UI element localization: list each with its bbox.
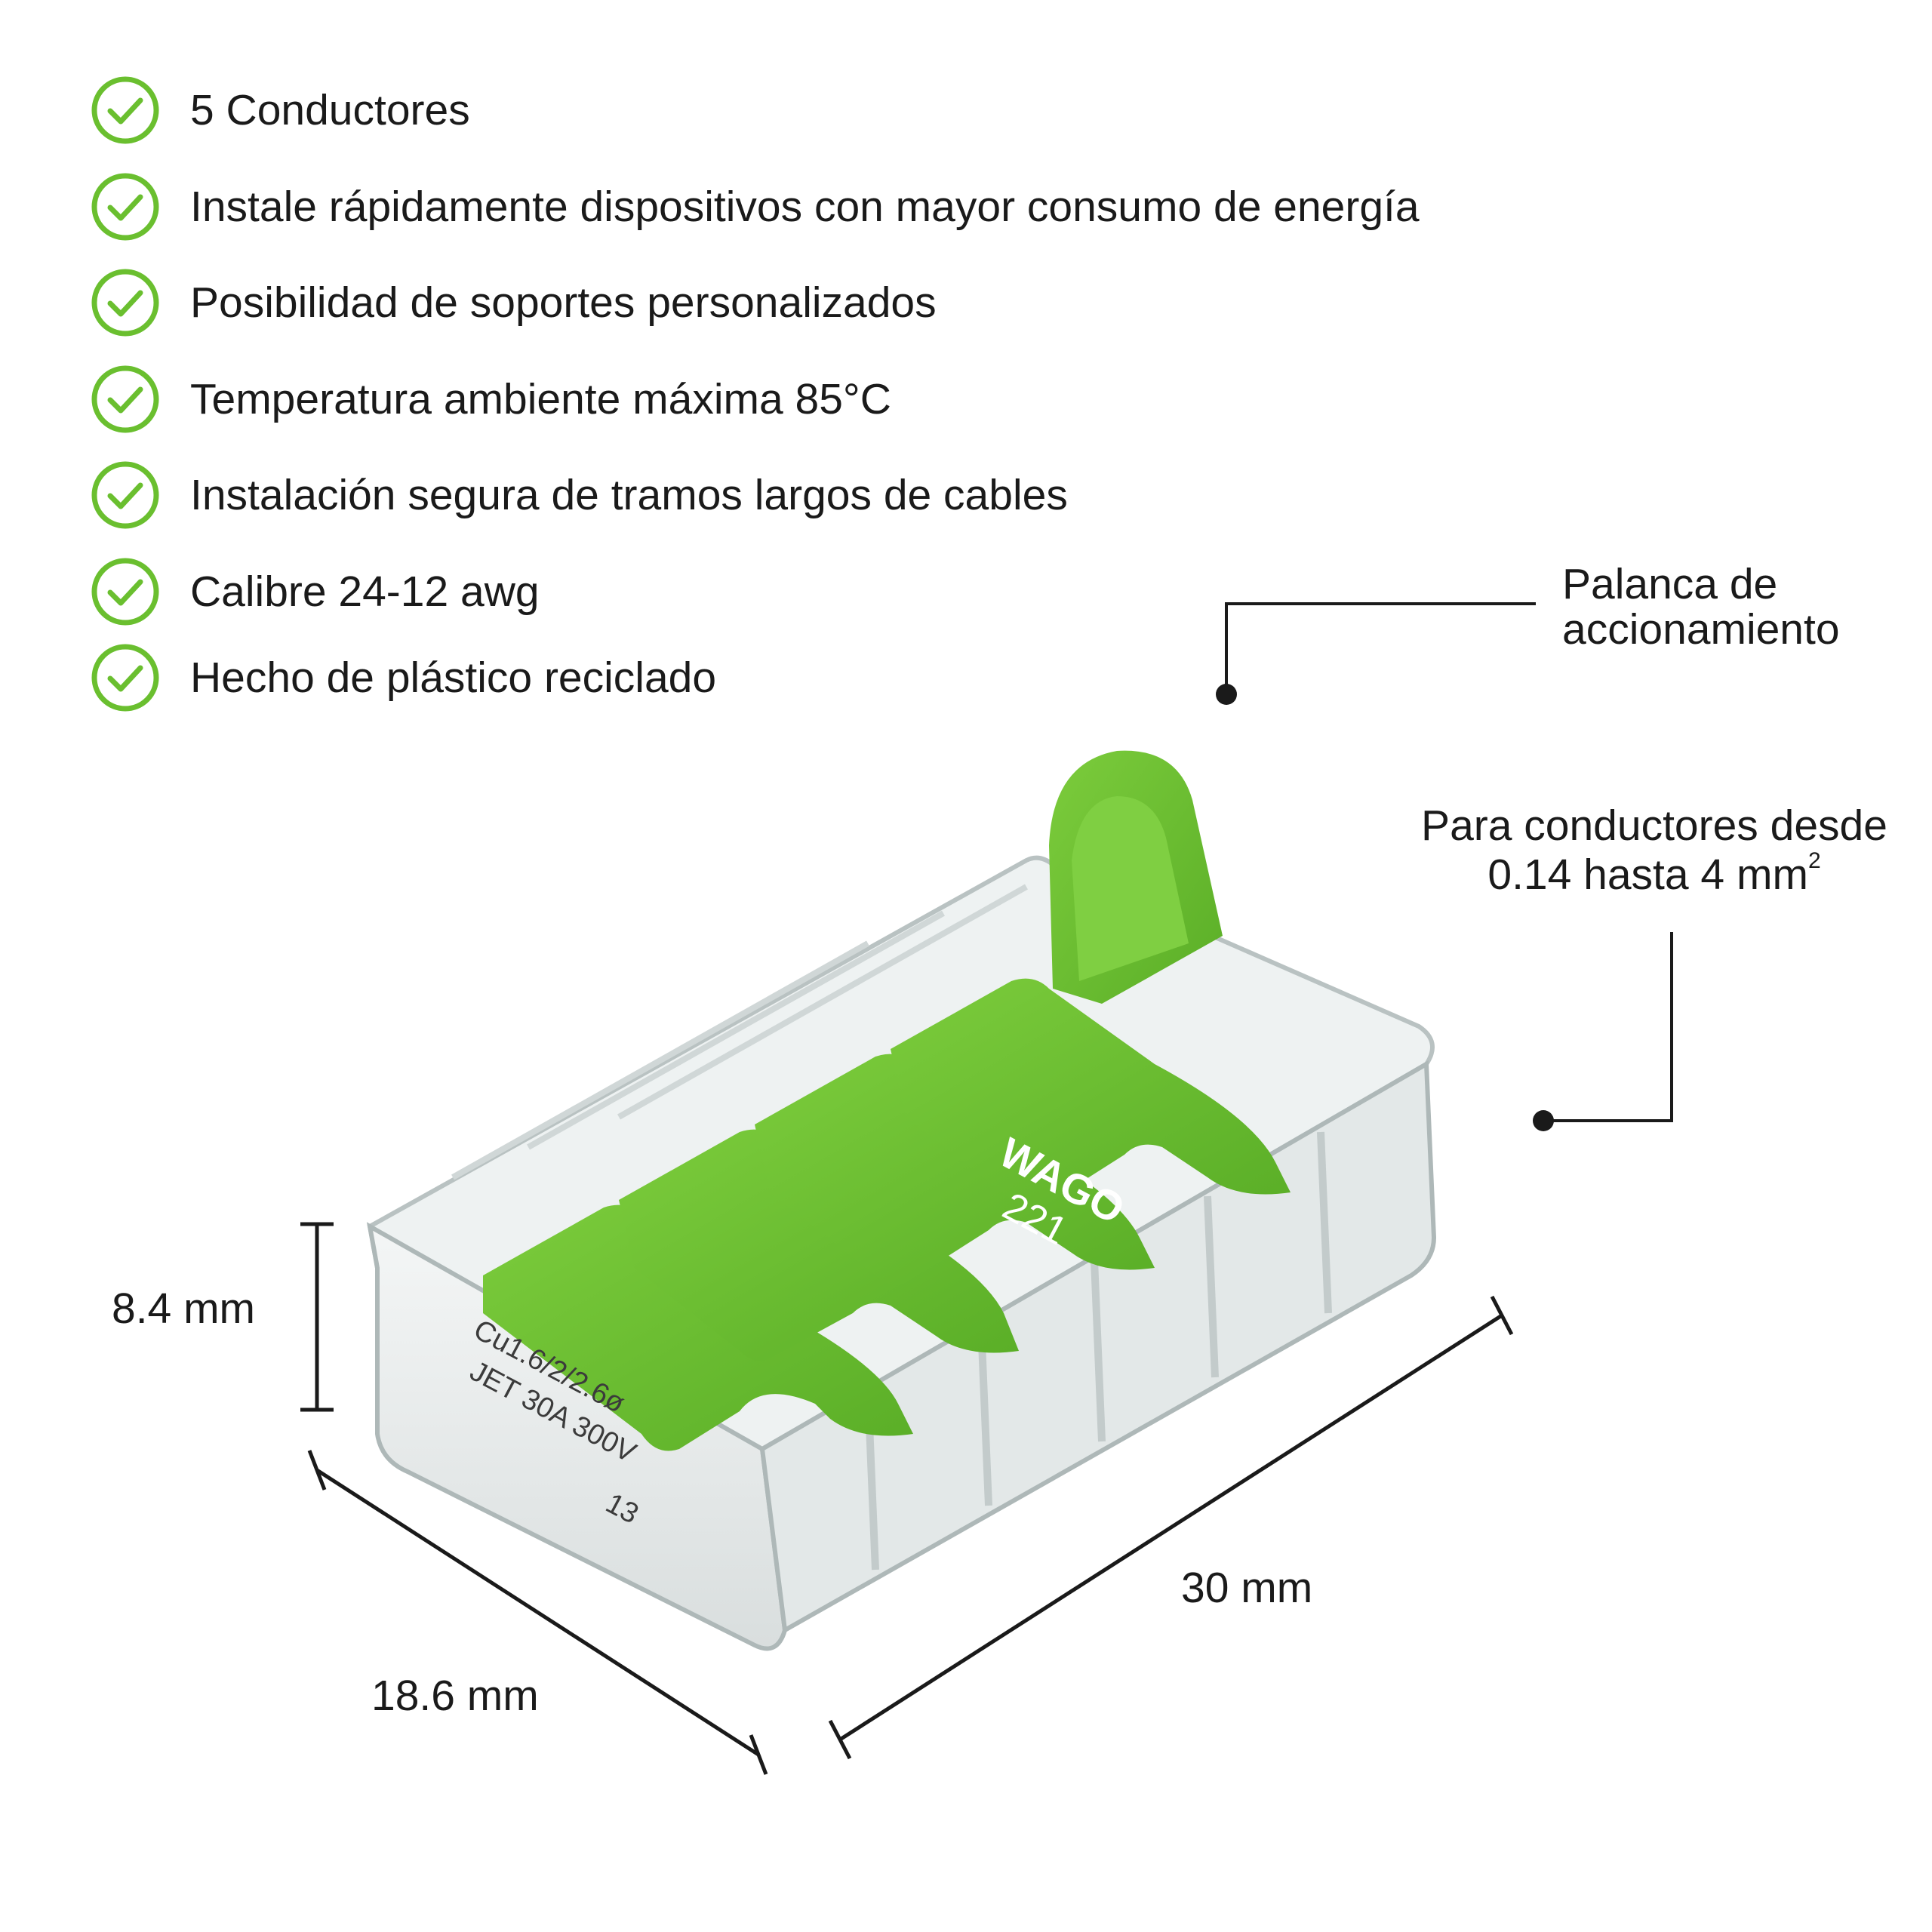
- length-dimension-label: 30 mm: [1181, 1564, 1313, 1612]
- feature-item: Posibilidad de soportes personalizados: [91, 268, 937, 337]
- length-dimension-line: [828, 1295, 1514, 1760]
- feature-text: Calibre 24-12 awg: [190, 567, 540, 616]
- check-circle-icon: [91, 269, 159, 337]
- lever-callout-line1: Palanca de: [1562, 560, 1778, 608]
- feature-item: Temperatura ambiente máxima 85°C: [91, 365, 891, 434]
- feature-item: Instale rápidamente dispositivos con may…: [91, 172, 1420, 242]
- check-circle-icon: [91, 461, 159, 529]
- check-circle-icon: [91, 558, 159, 626]
- conductor-callout-label: Para conductores desde 0.14 hasta 4 mm2: [1405, 801, 1903, 898]
- lever-callout-label: Palanca de accionamiento: [1562, 560, 1840, 654]
- lever-closed: [483, 1204, 913, 1451]
- check-circle-icon: [91, 365, 159, 433]
- feature-text: Hecho de plástico reciclado: [190, 653, 717, 702]
- feature-text: 5 Conductores: [190, 85, 470, 134]
- feature-text: Instale rápidamente dispositivos con may…: [190, 182, 1420, 231]
- width-dimension-line: [307, 1450, 768, 1775]
- callout-dot: [1533, 1110, 1554, 1131]
- callout-dot: [1216, 684, 1237, 705]
- conductor-callout-line1: Para conductores desde: [1421, 801, 1887, 850]
- check-circle-icon: [91, 76, 159, 144]
- conductor-range-text: 0.14 hasta 4 mm: [1487, 850, 1808, 899]
- check-circle-icon: [91, 173, 159, 241]
- feature-text: Instalación segura de tramos largos de c…: [190, 470, 1068, 519]
- squared-superscript: 2: [1807, 848, 1821, 873]
- feature-item: Instalación segura de tramos largos de c…: [91, 460, 1068, 530]
- width-dimension-label: 18.6 mm: [371, 1672, 539, 1720]
- feature-item: Calibre 24-12 awg: [91, 557, 540, 626]
- conductor-callout-line2: 0.14 hasta 4 mm2: [1405, 849, 1903, 898]
- lever-closed: [891, 978, 1291, 1211]
- lever-closed: [619, 1129, 1019, 1361]
- lever-closed: [755, 1054, 1155, 1286]
- lever-open: [1049, 750, 1223, 1004]
- feature-item: 5 Conductores: [91, 75, 470, 145]
- lever-callout-line2: accionamiento: [1562, 605, 1840, 654]
- height-dimension-label: 8.4 mm: [112, 1284, 256, 1333]
- feature-text: Posibilidad de soportes personalizados: [190, 278, 937, 327]
- conductor-callout-line: [1543, 932, 1673, 1122]
- height-dimension-line: [300, 1222, 334, 1412]
- feature-text: Temperatura ambiente máxima 85°C: [190, 374, 891, 423]
- lever-callout-line: [1225, 602, 1536, 694]
- check-circle-icon: [91, 644, 159, 712]
- feature-item: Hecho de plástico reciclado: [91, 643, 716, 712]
